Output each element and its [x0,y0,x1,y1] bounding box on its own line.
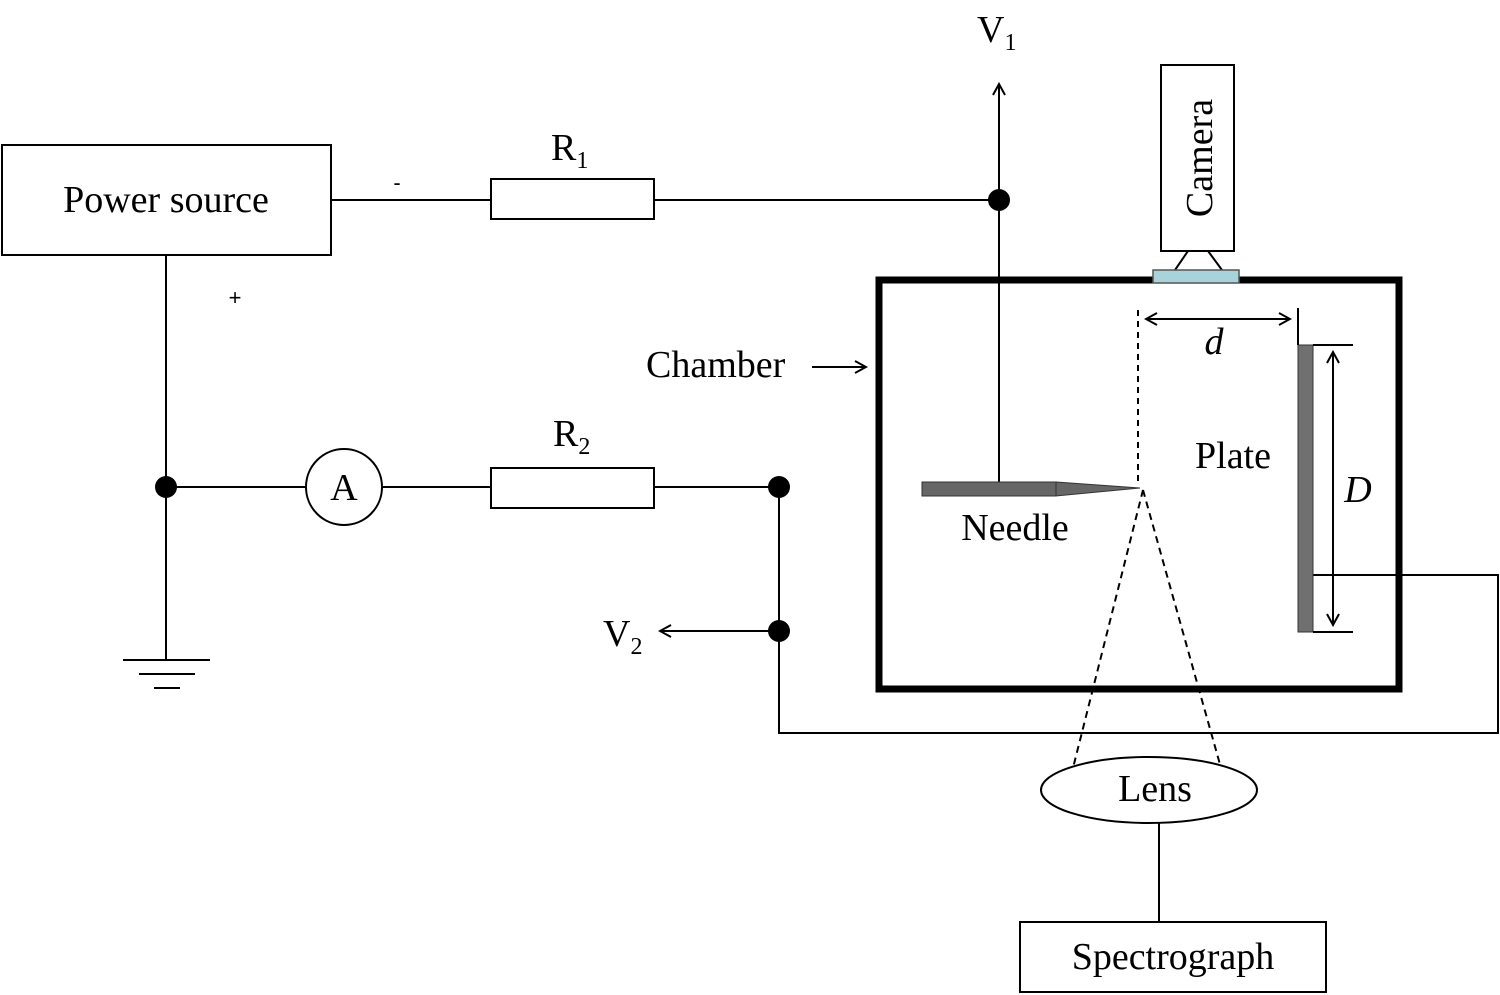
optical-path-left [1072,489,1144,769]
plate-label: Plate [1195,435,1271,477]
resistor-r1 [490,178,655,220]
gap-d-label: d [1205,321,1225,363]
plate-length-label: D [1343,469,1371,511]
minus-terminal-label: - [393,170,400,195]
power-source-label: Power source [63,179,269,221]
chamber-label: Chamber [646,344,786,386]
needle-label: Needle [961,507,1069,549]
resistor-r2-label: R2 [553,413,590,460]
power-source: Power source [1,144,332,256]
camera-label: Camera [1179,99,1221,217]
plate-return-wire [778,487,1499,734]
v1-label: V1 [977,9,1016,56]
junction-node-top [988,189,1010,211]
chamber [875,276,1403,693]
needle-shaft [921,481,1057,497]
camera-mount [1174,250,1223,271]
resistor-r1-label: R1 [551,127,588,174]
camera-body [1160,64,1235,252]
lens-label: Lens [1118,768,1192,810]
lens [1040,756,1258,824]
viewing-window [1152,269,1240,284]
ground-icon [123,659,210,689]
plate [1297,344,1314,633]
ammeter-label: A [330,467,358,509]
needle-tip [1055,481,1141,497]
spectrograph-box [1019,921,1327,993]
spectrograph-label: Spectrograph [1072,936,1275,978]
resistor-r2 [490,467,655,509]
plus-terminal-label: + [229,285,242,310]
v2-label: V2 [603,613,642,660]
power-source-box [1,144,332,256]
optical-path-right [1142,489,1222,769]
